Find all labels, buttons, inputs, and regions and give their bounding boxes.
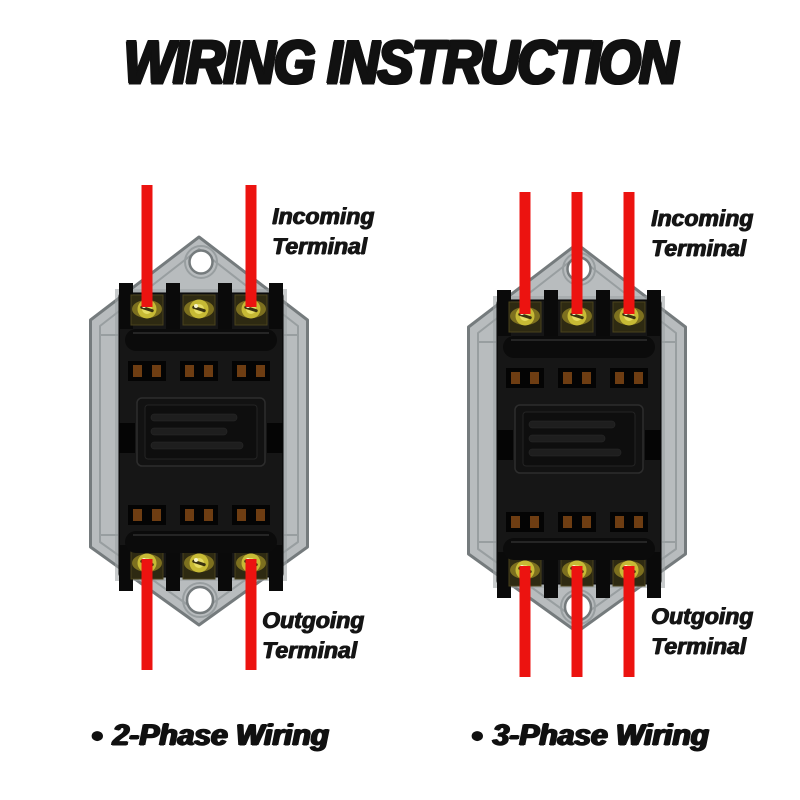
contact-pin [152,365,161,377]
divider-post [497,290,511,336]
caption-3-phase: ● 3-Phase Wiring [420,719,760,753]
caption-2-phase: ● 2-Phase Wiring [50,719,370,753]
mounting-hole-bottom [185,585,215,615]
side-tab [497,430,513,460]
incoming-terminal-label: Incoming Terminal [272,201,374,261]
label-line: Terminal [262,637,358,663]
divider-post [544,552,558,598]
outgoing-wire [519,566,531,677]
contact-pin [256,509,265,521]
side-tab [119,423,135,453]
contact-pin [563,516,572,528]
divider-post [218,545,232,591]
cover-bar-bottom [503,538,655,560]
outgoing-wire [571,566,583,677]
contact-pin [530,516,539,528]
mounting-hole-top [188,249,214,275]
incoming-wire [519,192,531,314]
cover-bar-bottom [125,531,277,553]
divider-post [647,552,661,598]
device-diagram-2-phase [89,185,309,670]
embossed-text-line [528,420,616,429]
divider-post [269,545,283,591]
contact-pin [511,372,520,384]
mounting-hole-ring [182,582,218,618]
divider-post [119,283,133,329]
contact-pin [133,509,142,521]
divider-post [596,290,610,336]
contact-pin [185,509,194,521]
contact-pin [133,365,142,377]
contact-pin [185,365,194,377]
label-line: Incoming [272,203,375,229]
cover-bar-top [125,329,277,351]
contact-pin [511,516,520,528]
incoming-wire [623,192,635,314]
embossed-text-line [528,448,622,457]
divider-post [497,552,511,598]
embossed-text-line [528,434,606,443]
contact-pin [204,365,213,377]
side-tab [645,430,661,460]
outgoing-terminal-label: Outgoing Terminal [262,605,364,665]
contact-pin [582,516,591,528]
incoming-terminal-label: Incoming Terminal [651,203,753,263]
label-line: Incoming [651,205,754,231]
bullet-icon: ● [90,724,104,747]
label-line: Outgoing [651,603,754,629]
contact-pin [152,509,161,521]
label-line: Outgoing [262,607,365,633]
divider-post [647,290,661,336]
label-line: Terminal [651,633,747,659]
outgoing-wire [245,559,257,670]
incoming-wire [571,192,583,314]
contact-pin [615,372,624,384]
contact-pin [204,509,213,521]
incoming-wire [141,185,153,307]
bullet-icon: ● [470,724,484,747]
contact-pin [615,516,624,528]
caption-text: 2-Phase Wiring [112,719,330,752]
contact-pin [237,365,246,377]
divider-post [269,283,283,329]
divider-post [544,290,558,336]
divider-post [166,283,180,329]
contact-pin [530,372,539,384]
device-diagram-3-phase [467,192,687,677]
divider-post [166,545,180,591]
contact-pin [256,365,265,377]
side-tab [267,423,283,453]
contact-pin [634,516,643,528]
screw-glint [194,558,198,562]
contact-pin [237,509,246,521]
embossed-text-line [150,427,228,436]
mounting-hole-ring [184,245,218,279]
contact-pin [634,372,643,384]
page-title: WIRING INSTRUCTION [123,29,678,96]
outgoing-wire [623,566,635,677]
outgoing-wire [141,559,153,670]
divider-post [218,283,232,329]
cover-bar-top [503,336,655,358]
incoming-wire [245,185,257,307]
contact-pin [582,372,591,384]
outgoing-terminal-label: Outgoing Terminal [651,601,753,661]
contact-pin [563,372,572,384]
divider-post [596,552,610,598]
label-line: Terminal [272,233,368,259]
divider-post [119,545,133,591]
embossed-text-line [150,413,238,422]
embossed-text-line [150,441,244,450]
caption-text: 3-Phase Wiring [492,719,710,752]
screw-glint [194,304,198,308]
label-line: Terminal [651,235,747,261]
